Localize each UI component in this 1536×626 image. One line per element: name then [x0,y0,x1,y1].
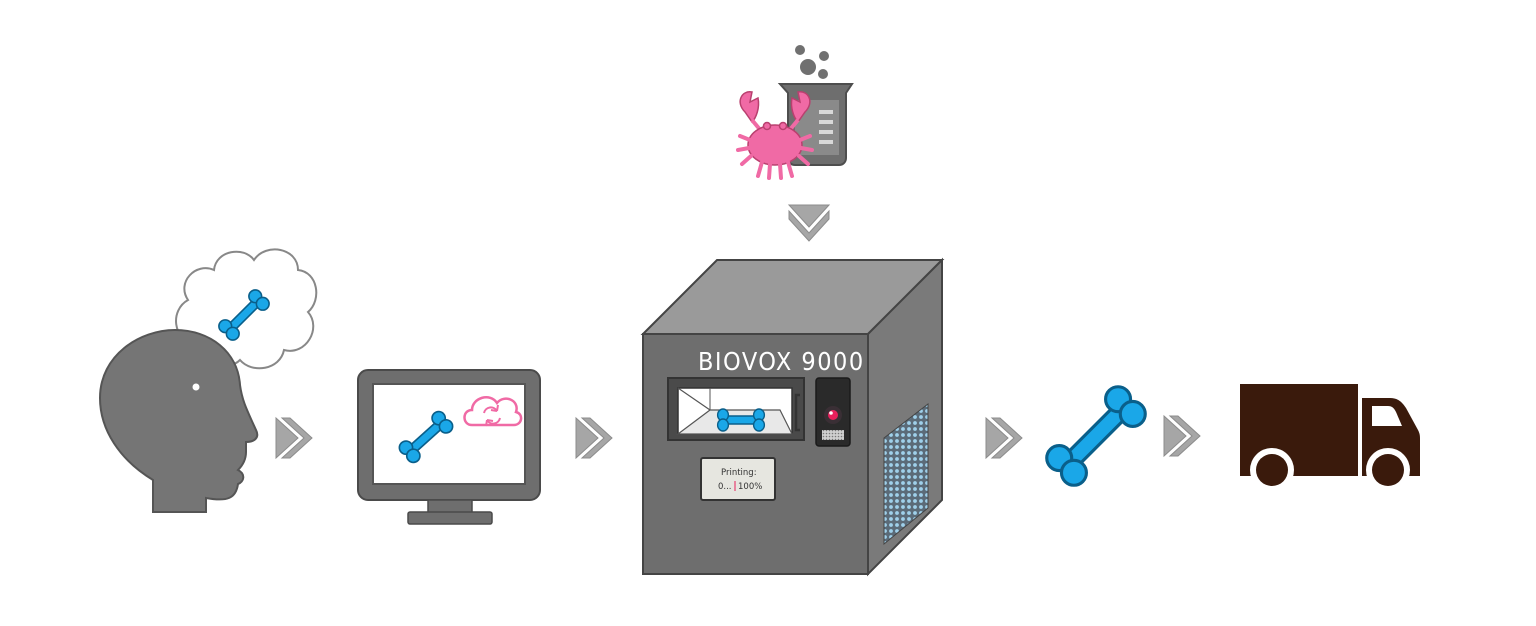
status-screen [700,457,776,501]
status-label: Printing: [721,468,757,478]
door-handle [794,393,800,432]
person-thinking-icon [98,248,318,513]
flow-arrow-down-icon [788,204,830,242]
bone-icon [1040,380,1152,492]
machine-name: BIOVOX 9000 [698,347,865,376]
flow-arrow-icon [1163,415,1201,457]
bioprinter-icon: BIOVOX 9000 Printing: 0... 100% [640,257,945,577]
flow-arrow-icon [575,417,613,459]
flow-arrow-icon [985,417,1023,459]
monitor-icon [357,369,541,525]
cloud-sync-icon [463,395,523,427]
delivery-truck-icon [1240,384,1420,492]
vent-grille [883,402,929,546]
progress-end: 100% [738,482,762,492]
flow-arrow-icon [275,417,313,459]
progress-start: 0... [718,482,732,492]
head-icon [98,328,259,513]
crab-icon [736,91,814,180]
speaker-grill [822,430,844,440]
